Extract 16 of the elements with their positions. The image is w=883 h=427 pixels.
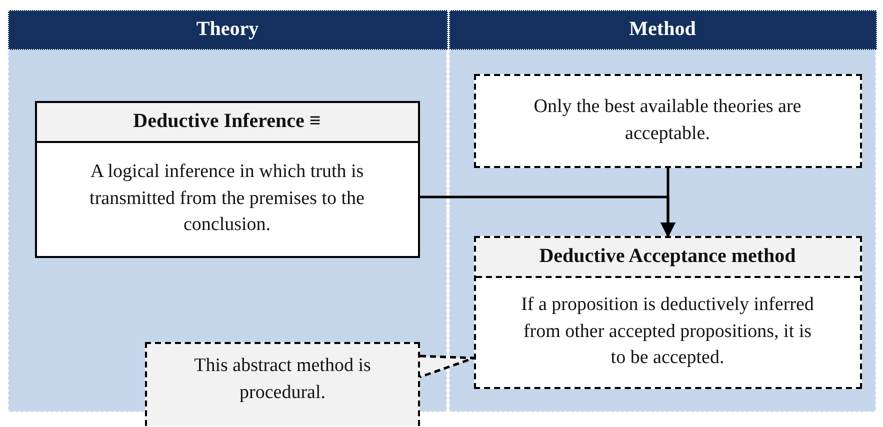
callout-box <box>145 342 420 426</box>
box-text: If a proposition is deductively inferred from other accepted propositions, it is to be accepted. <box>520 293 815 370</box>
swimlane <box>8 10 447 412</box>
lane-header: Theory <box>8 10 448 50</box>
box-title: Deductive Acceptance method <box>476 238 860 278</box>
callout-text: This abstract method is procedural. <box>193 354 372 405</box>
swimlane <box>449 10 876 412</box>
connector-arrow <box>660 168 676 238</box>
box-title: Deductive Inference ≡ <box>36 102 418 142</box>
note-text: Only the best available theories are acceptable. <box>532 94 802 146</box>
lane-header: Method <box>448 10 876 50</box>
box-text: A logical inference in which truth is transmitted from the premises to the conclusion. <box>88 160 366 238</box>
titled-box <box>474 236 862 388</box>
titled-box <box>34 100 420 258</box>
note-box <box>474 74 862 168</box>
callout-pointer <box>418 354 476 378</box>
